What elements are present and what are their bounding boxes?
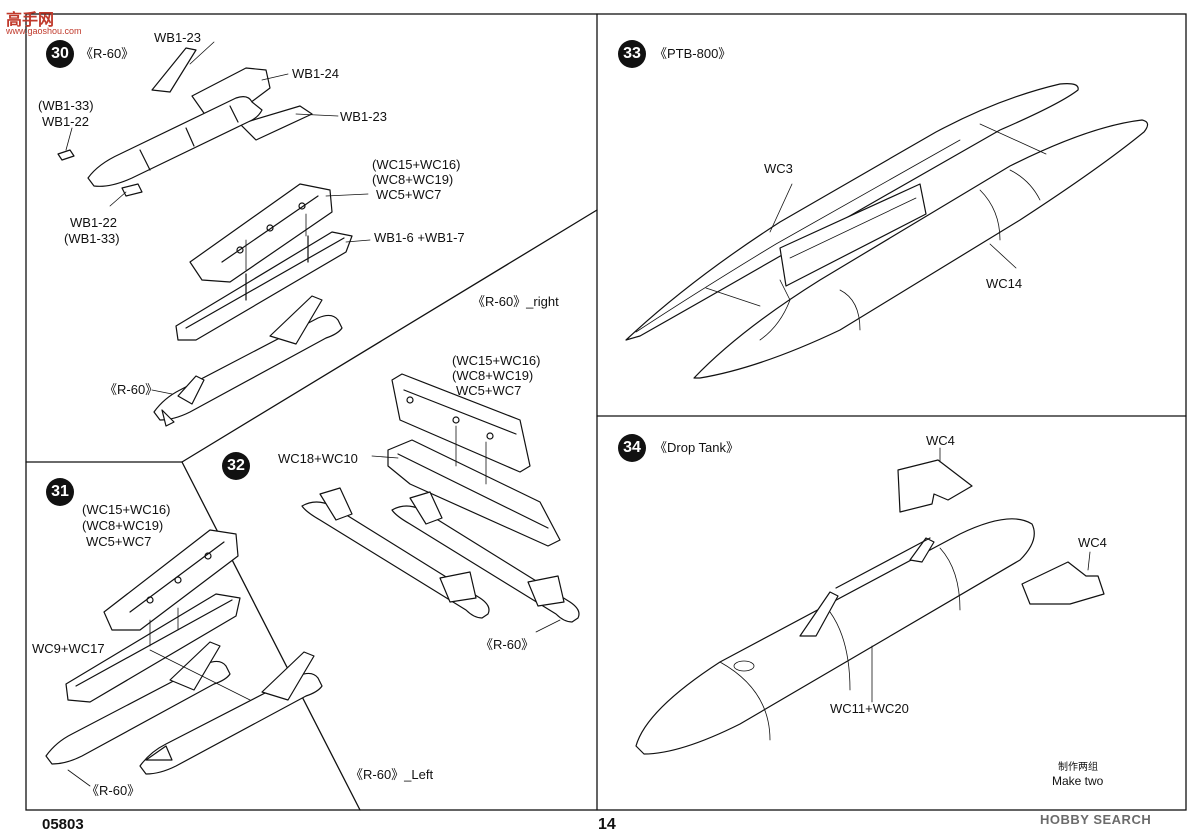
- label-wc4-top: WC4: [926, 433, 955, 448]
- label-wc15-wc16: (WC15+WC16): [82, 502, 171, 517]
- label-wb1-33-bottom: (WB1-33): [64, 231, 120, 246]
- panel-31-art: [45, 529, 323, 787]
- label-wb1-22: WB1-22: [42, 114, 89, 129]
- watermark-site: www.gaoshou.com: [6, 26, 82, 36]
- step-34-title: 《Drop Tank》: [654, 440, 740, 455]
- panel-30-art: [57, 41, 371, 427]
- label-make-two-cn: 制作两组: [1058, 762, 1098, 773]
- label-wc4-right: WC4: [1078, 535, 1107, 550]
- label-wc8-wc19: (WC8+WC19): [372, 172, 454, 187]
- label-wc8-wc19: (WC8+WC19): [452, 368, 534, 383]
- watermark-logo: 高手网: [6, 12, 55, 29]
- product-code: 05803: [42, 816, 84, 833]
- label-wc9-wc17: WC9+WC17: [32, 641, 105, 656]
- step-33-title: 《PTB-800》: [654, 46, 732, 61]
- label-r60-left: 《R-60》_Left: [350, 767, 434, 782]
- panel-frames: [25, 13, 1187, 811]
- label-wb1-24: WB1-24: [292, 66, 339, 81]
- step-30-title: 《R-60》: [80, 46, 135, 61]
- label-r60: 《R-60》: [480, 637, 535, 652]
- label-wb1-33-paren: (WB1-33): [38, 98, 94, 113]
- label-wb1-6-wb1-7: WB1-6 +WB1-7: [374, 230, 465, 245]
- label-wc18-wc10: WC18+WC10: [278, 451, 358, 466]
- label-wc8-wc19: (WC8+WC19): [82, 518, 164, 533]
- step-33-badge: 33: [618, 40, 646, 68]
- label-wc5-wc7: WC5+WC7: [376, 187, 442, 202]
- panel-33-art: [625, 83, 1149, 379]
- label-wc5-wc7: WC5+WC7: [86, 534, 152, 549]
- step-32-badge: 32: [222, 452, 250, 480]
- panel-34-art: [635, 447, 1105, 755]
- label-wc5-wc7: WC5+WC7: [456, 383, 522, 398]
- label-r60-right: 《R-60》_right: [472, 294, 559, 309]
- label-wb1-23-right: WB1-23: [340, 109, 387, 124]
- label-wc14: WC14: [986, 276, 1023, 291]
- label-r60-bottom: 《R-60》: [104, 382, 159, 397]
- step-30-badge: 30: [46, 40, 74, 68]
- label-wc3: WC3: [764, 161, 793, 176]
- label-wc15-wc16: (WC15+WC16): [372, 157, 461, 172]
- label-wc15-wc16: (WC15+WC16): [452, 353, 541, 368]
- panel-32-art: [301, 373, 580, 633]
- label-make-two-en: Make two: [1052, 774, 1104, 788]
- page-number: 14: [598, 816, 616, 833]
- step-34-badge: 34: [618, 434, 646, 462]
- hobby-search-watermark: HOBBY SEARCH: [1040, 812, 1152, 827]
- step-31-badge: 31: [46, 478, 74, 506]
- label-wb1-23-top: WB1-23: [154, 30, 201, 45]
- label-r60: 《R-60》: [86, 783, 141, 798]
- label-wb1-22-bottom: WB1-22: [70, 215, 117, 230]
- label-wc11-wc20: WC11+WC20: [830, 701, 909, 716]
